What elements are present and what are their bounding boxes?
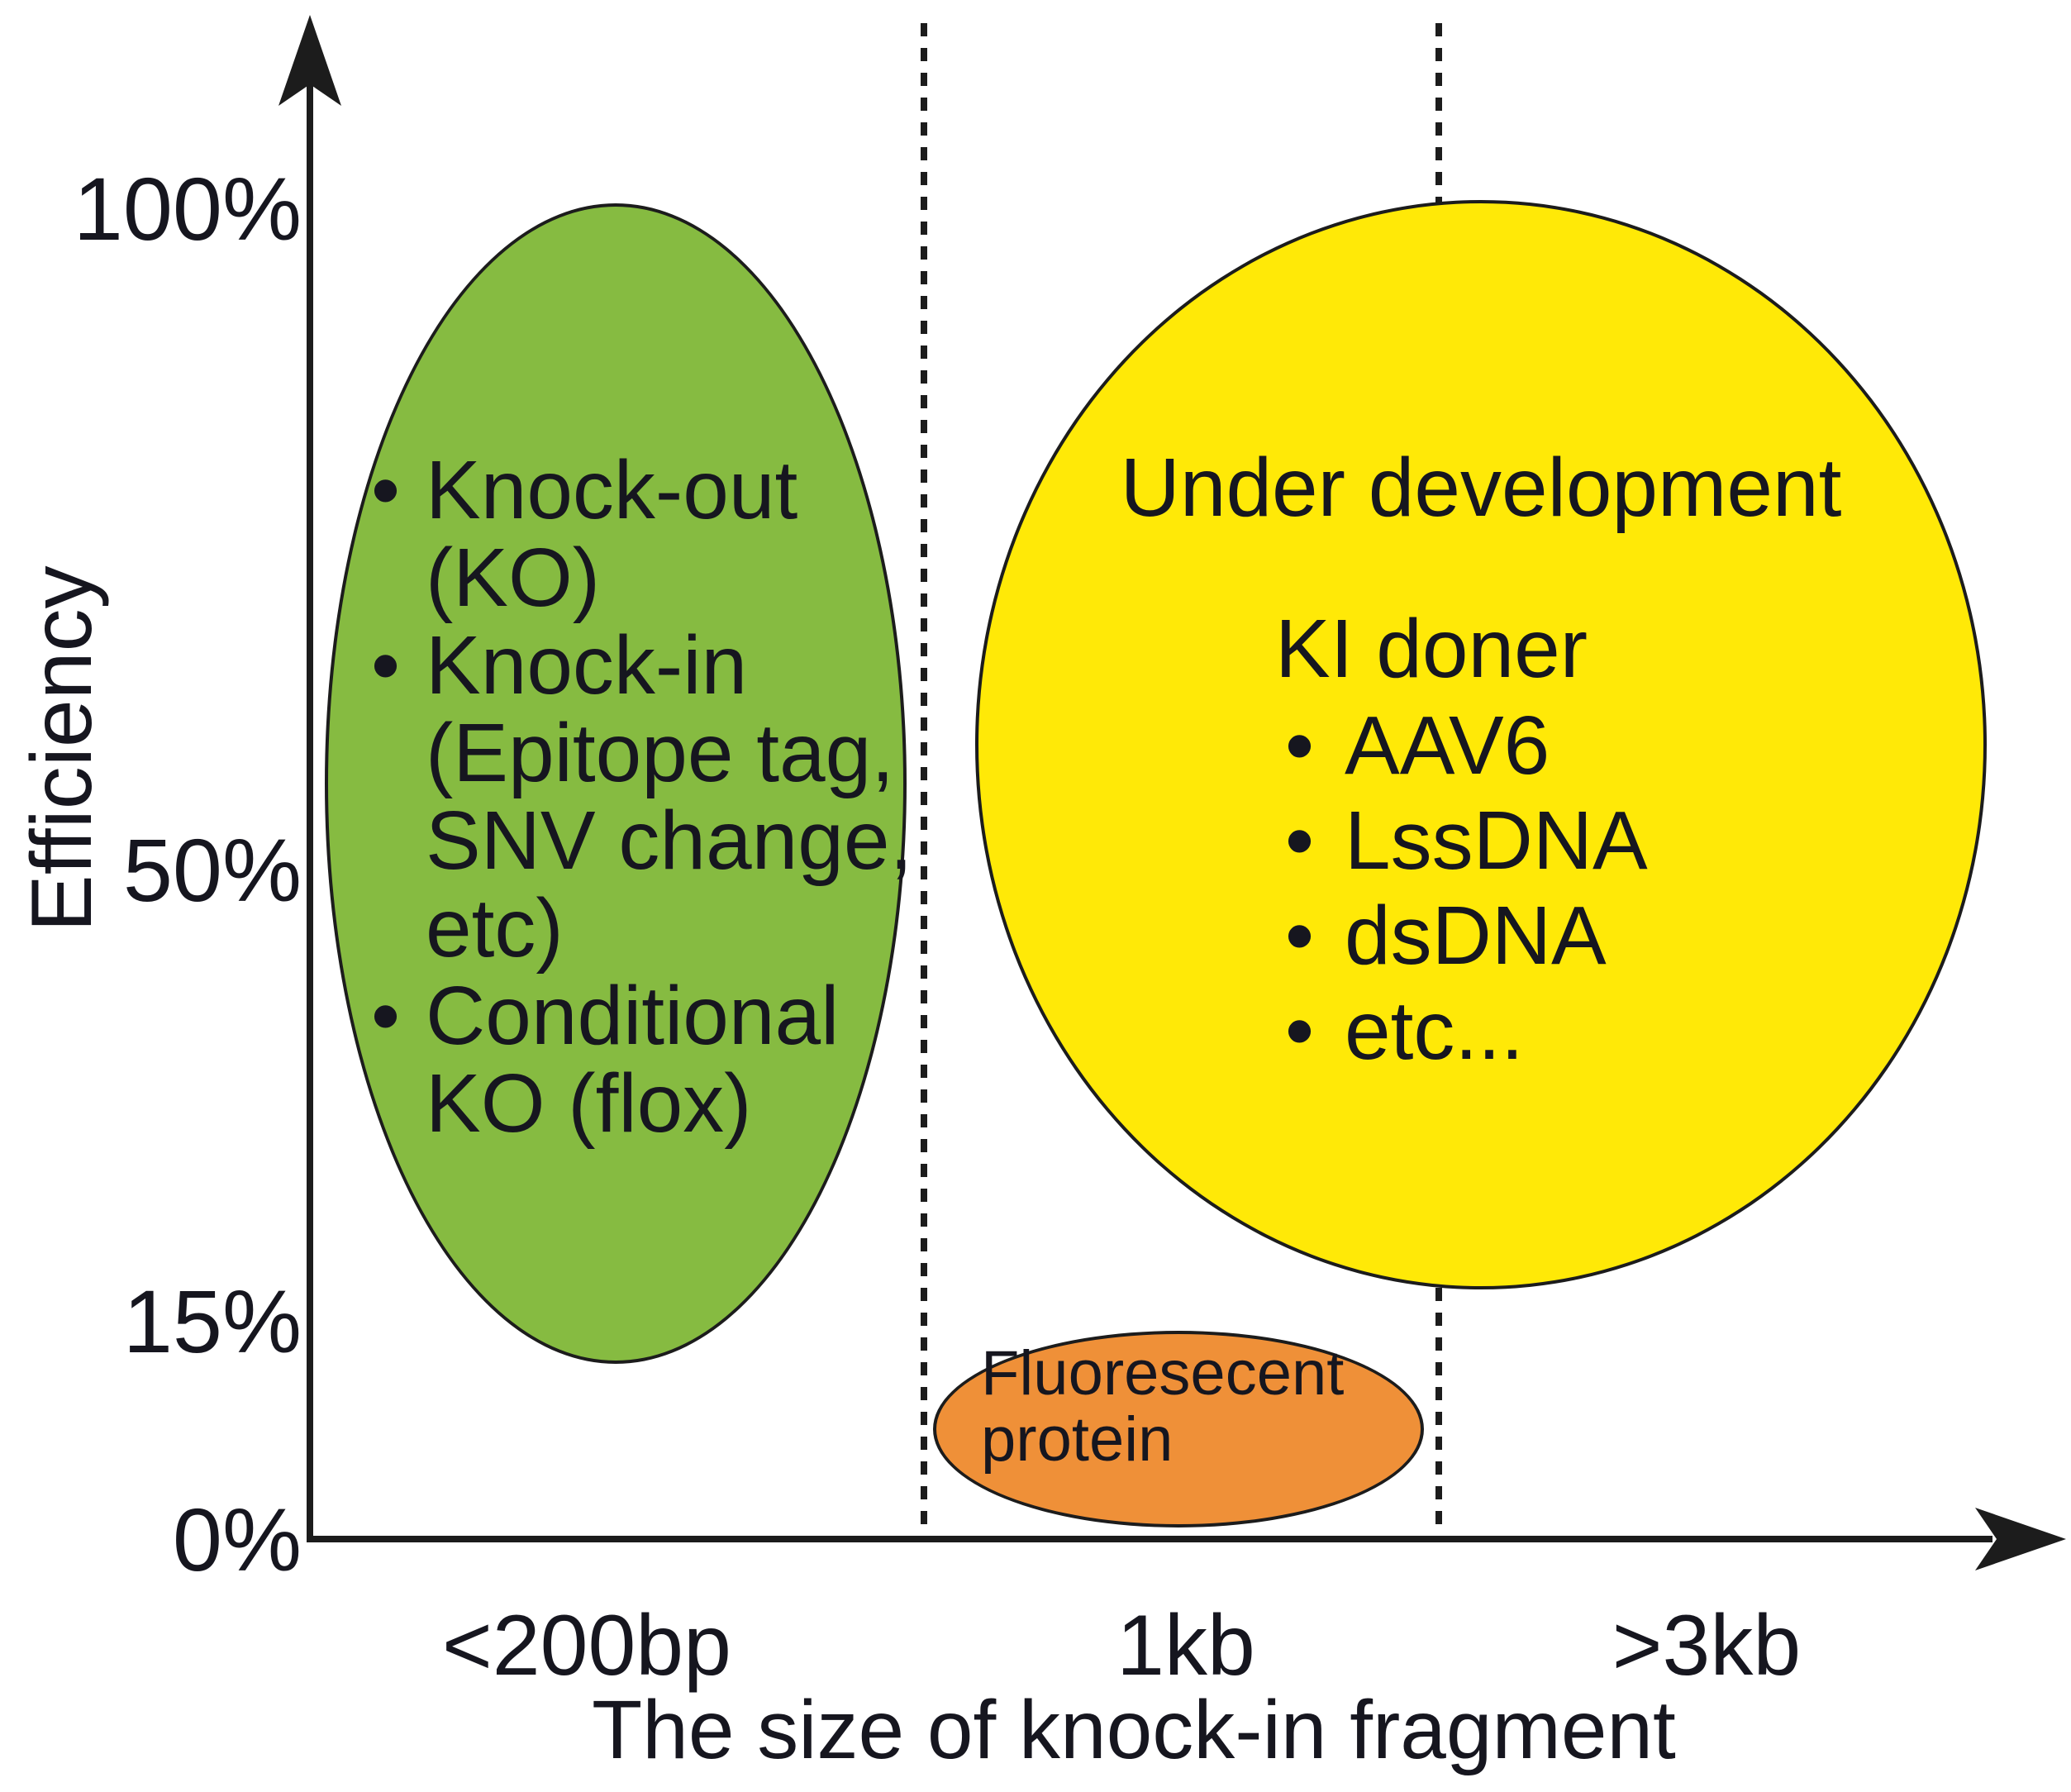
region-under-development-circle — [975, 200, 1987, 1289]
list-line: • Knock-out — [371, 444, 912, 536]
list-line: • dsDNA — [1285, 889, 1648, 984]
list-line: KO (flox) — [426, 1060, 912, 1147]
list-line: (Epitope tag, — [426, 709, 912, 797]
list-line: • LssDNA — [1285, 794, 1648, 889]
y-tick-0: 0% — [172, 1489, 302, 1589]
list-line: etc) — [426, 884, 912, 972]
list-line: (KO) — [426, 534, 912, 622]
y-tick-100: 100% — [73, 159, 302, 259]
bullet-icon: • — [1285, 699, 1315, 792]
list-line: SNV change, — [426, 797, 912, 884]
list-line-text: SNV change, — [426, 794, 913, 887]
list-line: • Conditional — [371, 970, 912, 1062]
list-line-text: Knock-in — [426, 619, 748, 712]
ki-donor-subheading: KI doner — [1275, 603, 1588, 695]
list-line-text: etc... — [1345, 984, 1524, 1077]
small-fragment-list: • Knock-out (KO) • Knock-in (Epitope tag… — [371, 444, 912, 1147]
bullet-icon: • — [371, 444, 401, 536]
list-line-text: KO (flox) — [426, 1057, 752, 1150]
x-tick-200bp: <200bp — [442, 1598, 731, 1694]
bullet-icon: • — [371, 619, 401, 712]
region-small-fragment-ellipse — [325, 203, 907, 1364]
list-line-text: (KO) — [426, 531, 601, 624]
bullet-icon: • — [1285, 794, 1315, 887]
list-line: • Knock-in — [371, 619, 912, 712]
y-axis-line — [307, 58, 313, 1542]
list-line-text: LssDNA — [1345, 794, 1648, 887]
x-tick-3kb: >3kb — [1612, 1598, 1802, 1694]
list-line-text: AAV6 — [1345, 699, 1550, 792]
list-line: • etc... — [1285, 984, 1648, 1079]
bullet-icon: • — [1285, 984, 1315, 1077]
x-axis-arrowhead-icon — [1975, 1508, 2066, 1570]
list-line-text: Conditional — [426, 970, 840, 1062]
y-axis-arrowhead-icon — [279, 15, 341, 106]
under-development-heading: Under development — [1120, 441, 1842, 534]
ki-donor-list: • AAV6 • LssDNA • dsDNA • etc... — [1285, 698, 1648, 1079]
bullet-icon: • — [1285, 889, 1315, 982]
fluorescent-protein-label: Fluoresecent protein — [981, 1338, 1345, 1475]
list-line-text: etc) — [426, 882, 564, 975]
region-fluorescent-protein-ellipse — [933, 1331, 1424, 1527]
list-line-text: Knock-out — [426, 444, 798, 536]
x-axis-title: The size of knock-in fragment — [592, 1684, 1676, 1776]
dashed-guideline-left — [921, 23, 927, 1537]
x-tick-1kb: 1kb — [1116, 1598, 1255, 1694]
y-tick-15: 15% — [122, 1271, 302, 1371]
bullet-icon: • — [371, 970, 401, 1062]
list-line-text: (Epitope tag, — [426, 707, 895, 799]
x-axis-line — [307, 1536, 1992, 1542]
list-line-text: dsDNA — [1345, 889, 1607, 982]
y-tick-50: 50% — [122, 820, 302, 920]
list-line: • AAV6 — [1285, 698, 1648, 794]
